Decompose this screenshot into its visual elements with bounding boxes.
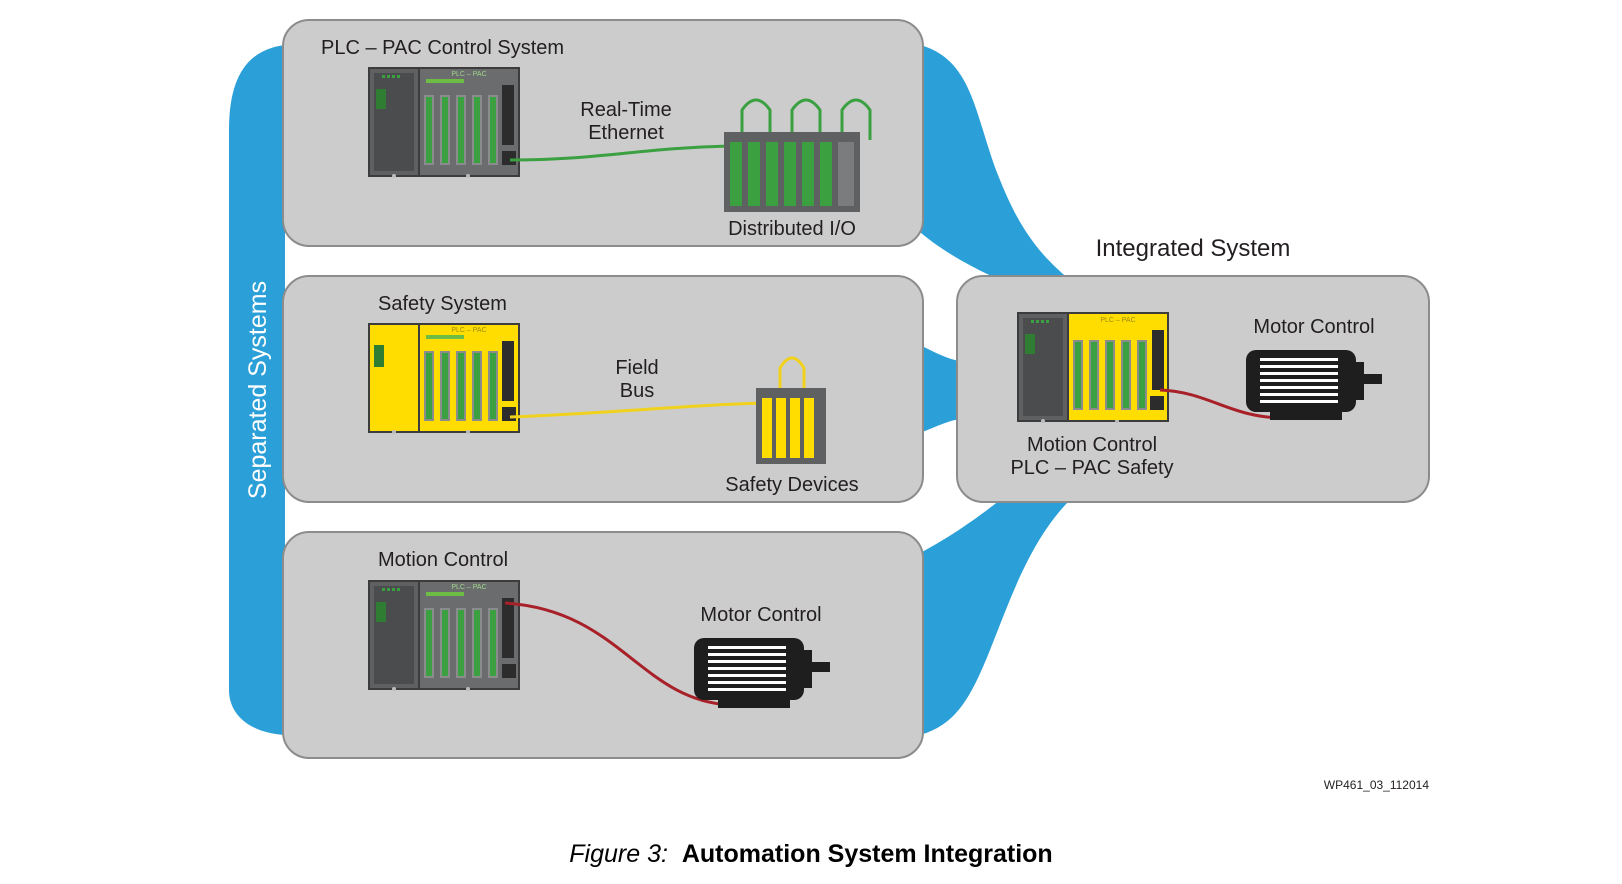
real-time-ethernet-cable [509, 144, 731, 162]
safety-panel-title: Safety System [378, 293, 507, 315]
motion-controller [368, 580, 520, 691]
safety-devices-module [756, 356, 826, 464]
safety-devices-label: Safety Devices [725, 474, 858, 496]
figure-number: Figure 3: [569, 840, 668, 868]
integrated-controller-label-line1: Motion Control [1027, 434, 1157, 456]
control-system-panel: PLC – PAC Control System Real-Time Ether… [282, 19, 924, 247]
figure-id: WP461_03_112014 [1324, 778, 1430, 792]
figure-title: Automation System Integration [681, 840, 1053, 868]
separated-systems-band: Separated Systems [229, 45, 285, 735]
field-bus-cable [509, 401, 771, 419]
fieldbus-label-line1: Field [615, 357, 658, 379]
integrated-system-title: Integrated System [1096, 235, 1291, 262]
integrated-system-panel: Integrated System PLC – PAC Motor Contro… [956, 235, 1430, 503]
motion-control-panel: Motion Control Motor Control [282, 531, 924, 759]
distributed-io-label: Distributed I/O [728, 218, 856, 240]
integrated-motor-label: Motor Control [1253, 316, 1374, 338]
figure-caption: Figure 3: Automation System Integration [0, 840, 1622, 869]
motion-motor-label: Motor Control [700, 604, 821, 626]
control-panel-title: PLC – PAC Control System [321, 37, 564, 59]
motion-panel-title: Motion Control [378, 549, 508, 571]
integration-flows [920, 45, 1070, 735]
integrated-controller-label-line2: PLC – PAC Safety [1010, 457, 1173, 479]
ethernet-label-line2: Ethernet [588, 122, 664, 144]
separated-systems-label: Separated Systems [244, 281, 272, 499]
ethernet-label-line1: Real-Time [580, 99, 672, 121]
integrated-motor-cable [1159, 388, 1286, 420]
safety-plc-controller [368, 323, 520, 434]
distributed-io-module [724, 98, 872, 212]
safety-system-panel: Safety System Field Bus Safety Devices [282, 275, 924, 503]
motor-cable [504, 601, 731, 707]
fieldbus-label-line2: Bus [620, 380, 654, 402]
integrated-plc-tag: PLC – PAC [1100, 317, 1135, 324]
plc-pac-controller [368, 67, 520, 178]
